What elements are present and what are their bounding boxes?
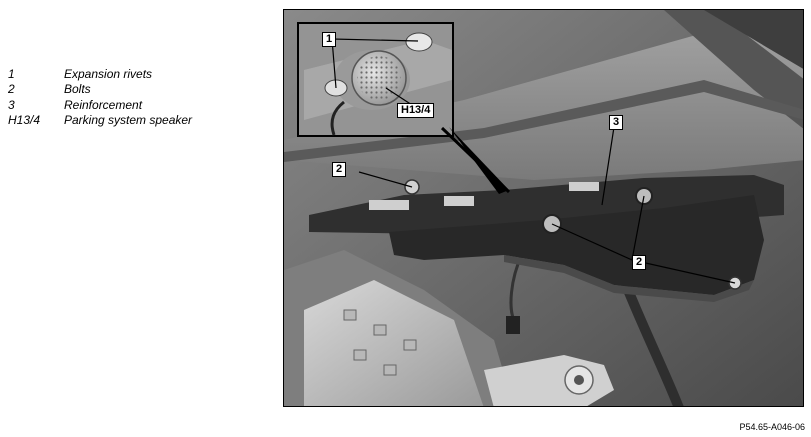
rail-clip xyxy=(569,182,599,191)
legend-number: H13/4 xyxy=(8,113,41,128)
seal-strip xyxy=(284,80,803,162)
legend-label: Reinforcement xyxy=(64,97,143,112)
legend-row: 2 Bolts xyxy=(8,82,192,98)
regulator-holes xyxy=(343,309,417,376)
pillar xyxy=(664,10,803,129)
legend-number: 3 xyxy=(8,97,15,112)
callout-bolts: 2 xyxy=(632,255,647,270)
rail-clip xyxy=(369,200,409,210)
leader-lines xyxy=(331,38,736,284)
legend-number: 2 xyxy=(8,82,15,97)
legend-row: H13/4 Parking system speaker xyxy=(8,113,192,129)
pillar-shadow xyxy=(704,10,803,69)
callout-bolts: 2 xyxy=(332,162,347,177)
legend-row: 1 Expansion rivets xyxy=(8,66,192,82)
cable xyxy=(619,278,684,406)
expansion-rivet xyxy=(405,32,433,52)
legend-label: Bolts xyxy=(64,82,91,97)
legend-number: 1 xyxy=(8,66,15,81)
reinforcement-edge xyxy=(504,255,754,302)
installation-figure: 1 H13/4 3 2 2 xyxy=(283,9,804,407)
legend-label: Parking system speaker xyxy=(64,113,193,128)
legend-row: 3 Reinforcement xyxy=(8,97,192,113)
arm-pivot-hole xyxy=(574,375,584,385)
figure-illustration xyxy=(284,10,803,406)
speaker-holes xyxy=(357,56,401,100)
inset-pointer-line xyxy=(440,126,511,194)
callout-expansion-rivets: 1 xyxy=(322,32,337,47)
reinforcement xyxy=(389,195,764,295)
figure-reference-code: P54.65-A046-06 xyxy=(739,422,805,432)
callout-reinforcement: 3 xyxy=(609,115,624,130)
callout-parking-speaker: H13/4 xyxy=(397,103,435,118)
rail-clip xyxy=(444,196,474,206)
connector xyxy=(506,316,520,334)
legend-label: Expansion rivets xyxy=(64,66,153,81)
inset-wire xyxy=(330,100,345,136)
legend: 1 Expansion rivets 2 Bolts 3 Reinforceme… xyxy=(8,66,192,128)
